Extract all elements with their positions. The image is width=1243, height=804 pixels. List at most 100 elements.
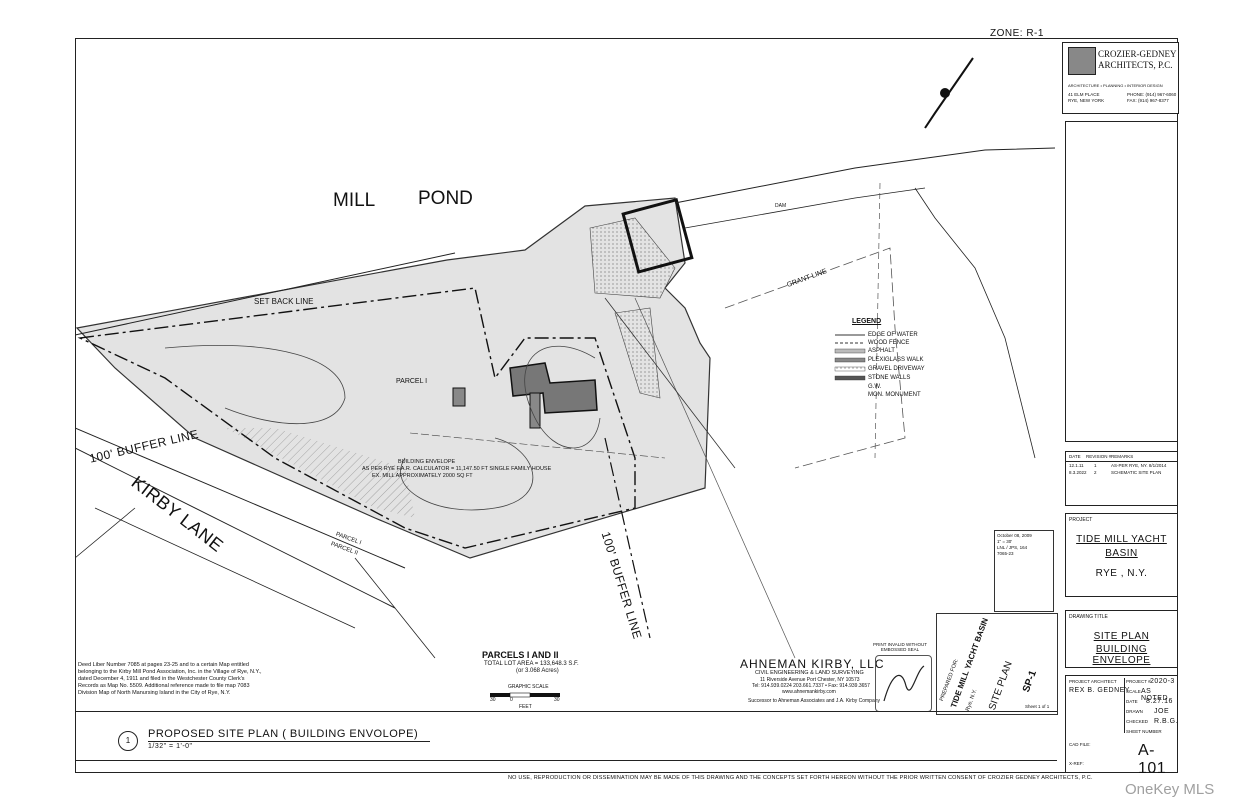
project-name-1: TIDE MILL YACHT bbox=[1076, 534, 1167, 545]
watermark: OneKey MLS bbox=[1125, 781, 1215, 798]
firm-logo bbox=[1068, 47, 1096, 75]
drawing-title-block: DRAWING TITLE SITE PLAN BUILDING ENVELOP… bbox=[1065, 610, 1178, 668]
mill-dotted-area bbox=[589, 217, 676, 299]
drawn-value: JOE bbox=[1154, 708, 1170, 715]
project-location: RYE , N.Y. bbox=[1095, 568, 1148, 579]
kirby-lane-line-1 bbox=[75, 427, 406, 569]
site-plan-drawing bbox=[75, 57, 1055, 698]
info-label: SCALE bbox=[1126, 689, 1141, 694]
legend-item: PLEXIGLASS WALK bbox=[868, 357, 924, 363]
legend-item: GRAVEL DRIVEWAY bbox=[868, 366, 925, 372]
legend-item: G.W. bbox=[868, 384, 882, 390]
parcel-divider bbox=[409, 432, 666, 459]
surveyor-web: www.ahnemankirby.com bbox=[782, 689, 836, 695]
survey-field: LNL / JPS, 164 bbox=[997, 545, 1028, 550]
firm-phone: PHONE: (914) 967-6060 bbox=[1127, 92, 1177, 97]
project-label: PROJECT bbox=[1069, 517, 1093, 523]
rev-remarks: AS-PER RYE, NY. 8/1/2014 bbox=[1111, 463, 1167, 468]
dam-line-2 bbox=[684, 187, 926, 229]
firm-name-2: ARCHITECTS, P.C. bbox=[1098, 60, 1173, 70]
surveyor-address: 11 Riverside Avenue Port Chester, NY 105… bbox=[760, 677, 860, 683]
firm-services: ARCHITECTURE • PLANNING • INTERIOR DESIG… bbox=[1068, 83, 1163, 88]
firm-block: CROZIER-GEDNEY ARCHITECTS, P.C. ARCHITEC… bbox=[1062, 42, 1179, 114]
pond-label: POND bbox=[418, 188, 473, 209]
east-dotted-strip bbox=[614, 307, 661, 399]
anchor-mark bbox=[940, 88, 950, 98]
row-line bbox=[354, 557, 436, 659]
rev-col-date: DATE bbox=[1069, 454, 1081, 459]
parcel-shaded-area bbox=[75, 197, 711, 559]
long-diagonal bbox=[634, 297, 796, 659]
drawing-caption-scale: 1/32" = 1'-0" bbox=[148, 743, 193, 750]
info-divider bbox=[1124, 678, 1126, 733]
out-building bbox=[452, 387, 466, 407]
parcel-line-north bbox=[75, 252, 456, 336]
date-value: 8.27.16 bbox=[1146, 698, 1173, 705]
drawing-title-2: BUILDING ENVELOPE bbox=[1092, 644, 1151, 666]
legend-item: WOOD FENCE bbox=[868, 340, 910, 346]
drawing-title-1: SITE PLAN bbox=[1093, 631, 1150, 642]
surveyor-seal bbox=[875, 655, 932, 712]
xref-label: X-REF: bbox=[1069, 761, 1084, 766]
scale-value: AS NOTED bbox=[1141, 688, 1168, 702]
setback-line-label: SET BACK LINE bbox=[254, 297, 314, 306]
mill-area-note: EX. MILL APPROXIMATELY 2000 SQ FT bbox=[372, 473, 473, 479]
project-architect-name: REX B. GEDNEY bbox=[1069, 687, 1130, 694]
rev-date: 8.3.2022 bbox=[1069, 470, 1087, 475]
sheet-of-label: Sheet 1 of 1 bbox=[1025, 704, 1050, 709]
buffer-line-east bbox=[604, 437, 651, 639]
project-name-2: BASIN bbox=[1105, 548, 1138, 559]
firm-address-1: 41 ELM PLACE bbox=[1068, 92, 1100, 97]
project-architect-label: PROJECT ARCHITECT bbox=[1069, 679, 1117, 684]
legend-list: EDGE OF WATER WOOD FENCE ASPHALT PLEXIGL… bbox=[868, 332, 928, 400]
east-property-line bbox=[604, 297, 736, 469]
buffer-hatch bbox=[225, 428, 415, 518]
grant-line-2 bbox=[874, 182, 881, 459]
surveyor-phone: Tel: 914.939.0224 203.661.7337 • Fax: 91… bbox=[752, 683, 870, 689]
revisions-table: DATE REVISION # REMARKS 12.1.11 1 AS-PER… bbox=[1065, 451, 1178, 506]
info-label: PROJECT # bbox=[1126, 679, 1151, 684]
caption-rule-top bbox=[75, 711, 1057, 713]
info-label: DATE bbox=[1126, 699, 1138, 704]
project-number: 2020-3 bbox=[1150, 678, 1175, 685]
legend-samples bbox=[834, 334, 866, 381]
cad-file-label: CAD FILE: bbox=[1069, 742, 1091, 747]
sheet-no-label: SP-1 bbox=[1021, 669, 1039, 694]
drawing-title-label: DRAWING TITLE bbox=[1069, 614, 1108, 620]
project-block: PROJECT TIDE MILL YACHT BASIN RYE , N.Y. bbox=[1065, 513, 1178, 597]
survey-date: October 08, 2009 bbox=[997, 533, 1032, 538]
scale-mid: 0 bbox=[510, 697, 513, 703]
sheet-number: A-101 bbox=[1138, 742, 1167, 777]
surveyor-name: AHNEMAN KIRBY, LLC bbox=[740, 657, 885, 671]
kirby-lane-line-3 bbox=[94, 507, 356, 629]
firm-address-2: RYE, NEW YORK bbox=[1068, 98, 1105, 103]
garage bbox=[529, 392, 541, 429]
drawing-caption-title: PROPOSED SITE PLAN ( BUILDING ENVOLOPE) bbox=[148, 728, 419, 740]
firm-name-1: CROZIER-GEDNEY bbox=[1098, 49, 1177, 59]
info-label: CHECKED bbox=[1126, 719, 1149, 724]
checked-value: R.B.G. bbox=[1154, 718, 1179, 725]
rev-col-remarks: REMARKS bbox=[1111, 454, 1134, 459]
legend-title: LEGEND bbox=[852, 318, 882, 325]
surveyor-subtitle: CIVIL ENGINEERING & LAND SURVEYING bbox=[755, 670, 864, 676]
lot-acres: (or 3.068 Acres) bbox=[516, 668, 559, 674]
scale-unit: FEET bbox=[519, 704, 532, 710]
footer-disclaimer: NO USE, REPRODUCTION OR DISSEMINATION MA… bbox=[508, 775, 1093, 781]
driveway bbox=[164, 345, 346, 425]
kirby-lane-line-2 bbox=[75, 447, 396, 609]
building-envelope-label: BUILDING ENVELOPE bbox=[398, 459, 456, 465]
scale-right: 30 bbox=[554, 697, 560, 703]
blank-title-block bbox=[1065, 121, 1178, 442]
project-info-block: PROJECT ARCHITECT REX B. GEDNEY PROJECT … bbox=[1065, 675, 1179, 777]
drive-loop bbox=[400, 437, 534, 511]
revisions-header: DATE REVISION # REMARKS bbox=[1066, 452, 1177, 462]
caption-rule-bottom bbox=[75, 760, 1057, 762]
rev-col-number: REVISION # bbox=[1086, 454, 1112, 459]
legend-item: EDGE OF WATER bbox=[868, 332, 918, 338]
survey-info-block: October 08, 2009 1" = 30' LNL / JPS, 164… bbox=[994, 530, 1054, 612]
scale-left: 30 bbox=[490, 697, 496, 703]
info-label: SHEET NUMBER bbox=[1126, 729, 1162, 734]
legend-item: MON. MONUMENT bbox=[868, 392, 921, 398]
drawing-number-circle: 1 bbox=[118, 731, 138, 751]
dam-line bbox=[674, 147, 1055, 204]
